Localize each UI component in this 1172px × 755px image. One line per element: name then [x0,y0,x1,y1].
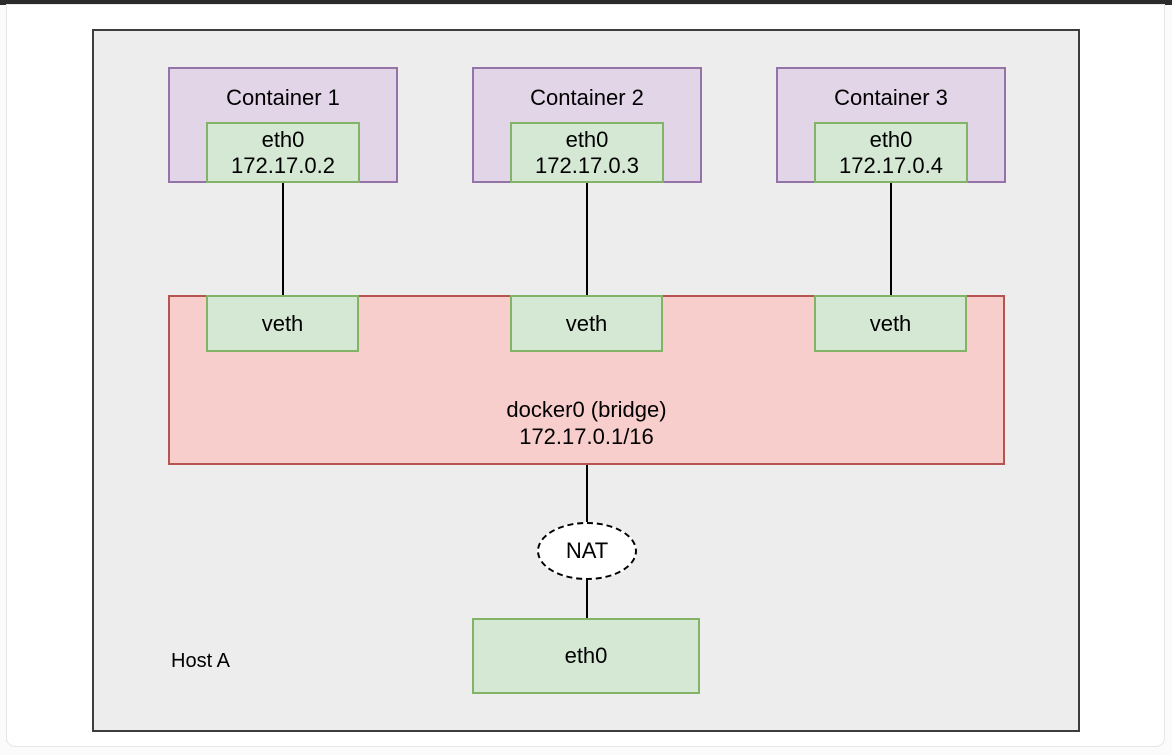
nat-node: NAT [537,522,637,580]
container3-title: Container 3 [834,85,948,110]
container2-title: Container 2 [530,85,644,110]
container2-eth0-name: eth0 [565,126,609,152]
connector-container3-veth3 [890,182,892,296]
host-eth0-node: eth0 [472,618,700,694]
nat-label: NAT [565,538,609,563]
docker0-bridge-title: docker0 (bridge) [506,397,667,422]
container1-eth0-name: eth0 [261,126,305,152]
container1-title: Container 1 [226,85,340,110]
veth1-label: veth [261,310,304,336]
connector-container1-veth1 [282,182,284,296]
veth3-node: veth [814,295,967,352]
window-top-bar [0,0,1172,5]
container3-eth0-name: eth0 [869,126,913,152]
host-eth0-label: eth0 [564,643,608,668]
host-label: Host A [171,650,230,672]
container3-eth0-node: eth0 172.17.0.4 [814,122,968,183]
connector-bridge-nat [586,465,588,523]
veth2-node: veth [510,295,663,352]
connector-nat-eth0 [586,579,588,619]
container3-eth0-ip: 172.17.0.4 [839,152,943,178]
veth1-node: veth [206,295,359,352]
docker0-bridge-label: docker0 (bridge) 172.17.0.1/16 [168,396,1005,450]
container1-eth0-ip: 172.17.0.2 [231,152,335,178]
container2-eth0-ip: 172.17.0.3 [535,152,639,178]
container2-eth0-node: eth0 172.17.0.3 [510,122,664,183]
container1-eth0-node: eth0 172.17.0.2 [206,122,360,183]
connector-container2-veth2 [586,182,588,296]
veth3-label: veth [869,310,912,336]
veth2-label: veth [565,310,608,336]
docker0-bridge-subnet: 172.17.0.1/16 [519,424,654,449]
